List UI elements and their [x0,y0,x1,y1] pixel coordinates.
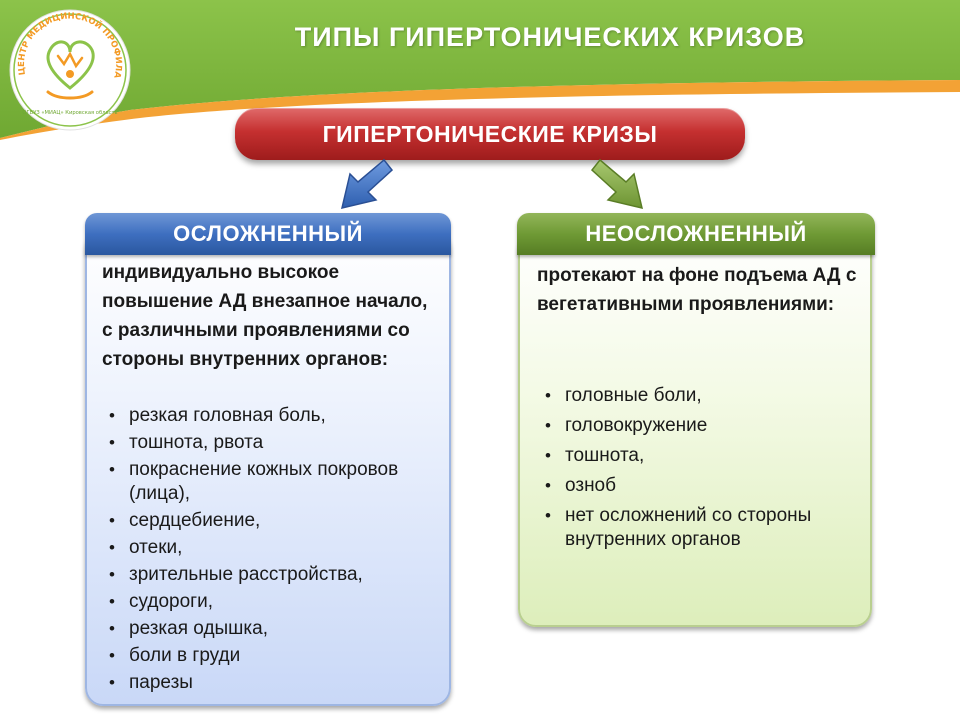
list-item: отеки, [105,536,445,560]
main-category-banner: ГИПЕРТОНИЧЕСКИЕ КРИЗЫ [235,108,745,160]
uncomplicated-symptom-list: головные боли, головокружение тошнота, о… [541,384,861,558]
logo-lower-text: ОГБУЗ «МИАЦ» Кировская область [22,110,117,116]
complicated-symptom-list: резкая головная боль, тошнота, рвота пок… [105,404,445,698]
complicated-description: индивидуально высокое повышение АД внеза… [102,262,428,370]
uncomplicated-description: протекают на фоне подъема АД с вегетатив… [537,265,857,315]
complicated-header: ОСЛОЖНЕННЫЙ [85,213,451,255]
list-item: резкая головная боль, [105,404,445,428]
complicated-header-label: ОСЛОЖНЕННЫЙ [173,221,363,246]
list-item: боли в груди [105,644,445,668]
list-item: головные боли, [541,384,861,408]
list-item: озноб [541,474,861,498]
list-item: нет осложнений со стороны внутренних орг… [541,504,861,552]
list-item: покраснение кожных покровов (лица), [105,458,445,506]
uncomplicated-header: НЕОСЛОЖНЕННЫЙ [517,213,875,255]
list-item: резкая одышка, [105,617,445,641]
uncomplicated-header-label: НЕОСЛОЖНЕННЫЙ [585,221,807,246]
list-item: парезы [105,671,445,695]
main-category-label: ГИПЕРТОНИЧЕСКИЕ КРИЗЫ [322,120,658,147]
header-band [0,0,960,140]
slide-title: ТИПЫ ГИПЕРТОНИЧЕСКИХ КРИЗОВ [294,22,806,52]
arrow-down-right-icon [590,158,644,210]
list-item: зрительные расстройства, [105,563,445,587]
list-item: судороги, [105,590,445,614]
list-item: тошнота, [541,444,861,468]
list-item: тошнота, рвота [105,431,445,455]
arrow-down-left-icon [340,158,394,210]
organization-logo: ЦЕНТР МЕДИЦИНСКОЙ ПРОФИЛАКТИКИ ОГБУЗ «МИ… [8,8,131,131]
list-item: сердцебиение, [105,509,445,533]
list-item: головокружение [541,414,861,438]
